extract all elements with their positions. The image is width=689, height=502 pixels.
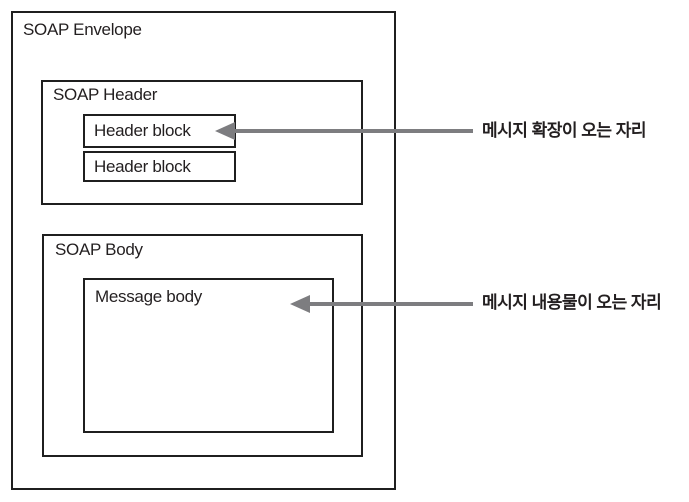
soap-body-label: SOAP Body: [55, 240, 143, 259]
annotation-message-content: 메시지 내용물이 오는 자리: [482, 293, 662, 312]
annotation-message-extension: 메시지 확장이 오는 자리: [482, 121, 647, 140]
header-block-2-label: Header block: [94, 156, 191, 176]
header-block-1-label: Header block: [94, 121, 191, 140]
header-block-2: Header block: [83, 151, 236, 182]
message-body-label: Message body: [95, 287, 202, 306]
arrow-line-to-header-block: [232, 129, 473, 133]
soap-header-label: SOAP Header: [53, 85, 158, 104]
soap-envelope-label: SOAP Envelope: [23, 20, 142, 39]
arrow-head-left-icon: [290, 295, 310, 313]
header-block-1: Header block: [83, 114, 236, 148]
arrow-head-left-icon: [215, 122, 235, 140]
arrow-line-to-message-body: [307, 302, 473, 306]
